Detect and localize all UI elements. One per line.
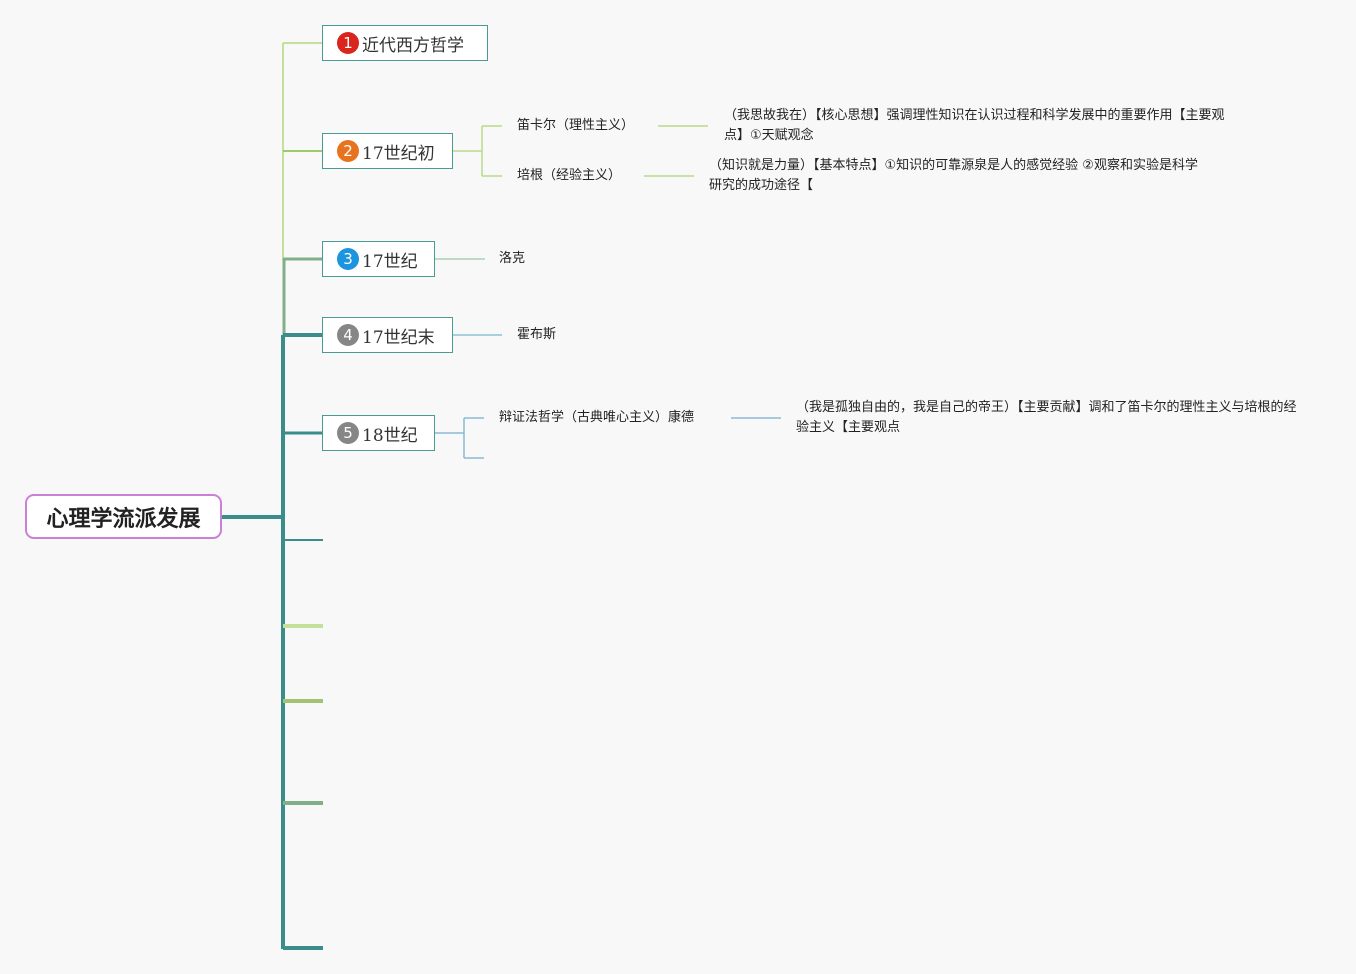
branch-label-3: 17世纪 (362, 251, 418, 272)
link-5-bracket (435, 417, 484, 459)
child-hobbes[interactable]: 霍布斯 (517, 327, 557, 342)
number-badge-3: 3 (337, 248, 359, 270)
number-badge-1: 1 (337, 32, 359, 54)
child-descartes[interactable]: 笛卡尔（理性主义） (517, 118, 635, 133)
detail-kant[interactable]: （我是孤独自由的，我是自己的帝王）【主要贡献】调和了笛卡尔的理性主义与培根的经验… (796, 400, 1297, 435)
branch-label-4: 17世纪末 (362, 327, 435, 348)
detail-descartes[interactable]: （我思故我在）【核心思想】强调理性知识在认识过程和科学发展中的重要作用【主要观点… (724, 108, 1225, 143)
number-badge-5: 5 (337, 422, 359, 444)
child-locke[interactable]: 洛克 (499, 251, 526, 266)
branch-node-2[interactable]: 2 17世纪初 (322, 133, 453, 169)
child-kant[interactable]: 辩证法哲学（古典唯心主义）康德 (499, 410, 695, 425)
number-badge-4: 4 (337, 324, 359, 346)
number-badge-2: 2 (337, 140, 359, 162)
branch-node-3[interactable]: 3 17世纪 (322, 241, 435, 277)
branch-node-4[interactable]: 4 17世纪末 (322, 317, 453, 353)
branch-label-1: 近代西方哲学 (362, 35, 464, 56)
branch-node-5[interactable]: 5 18世纪 (322, 415, 435, 451)
child-bacon[interactable]: 培根（经验主义） (517, 168, 622, 183)
detail-bacon[interactable]: （知识就是力量）【基本特点】①知识的可靠源泉是人的感觉经验 ②观察和实验是科学研… (709, 158, 1198, 193)
link-2-bracket (453, 125, 502, 177)
root-node[interactable]: 心理学流派发展 (25, 494, 222, 539)
root-label: 心理学流派发展 (46, 506, 201, 532)
branch-node-1[interactable]: 1 近代西方哲学 (322, 25, 488, 61)
branch-label-5: 18世纪 (362, 425, 418, 446)
branch-label-2: 17世纪初 (362, 143, 435, 164)
